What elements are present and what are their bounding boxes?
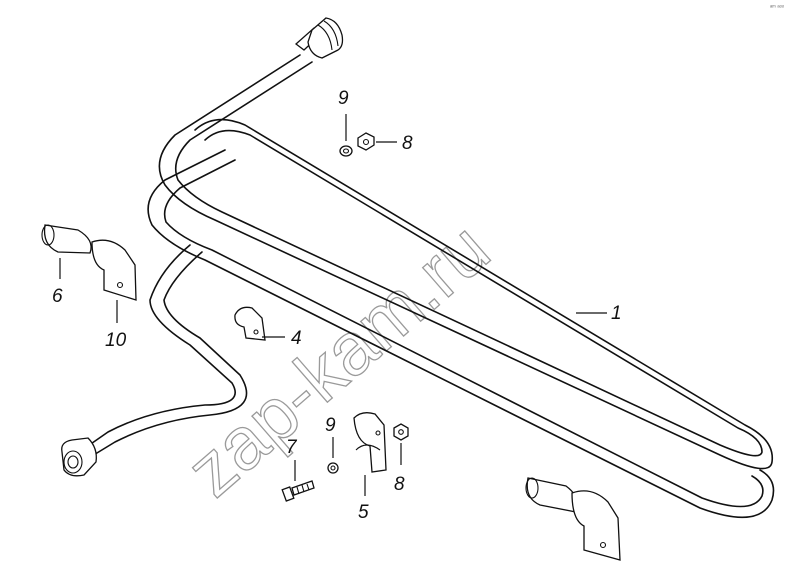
pipe-assembly <box>61 17 775 519</box>
callout-5: 5 <box>358 502 369 523</box>
sleeve-left <box>41 224 92 254</box>
nut-bottom <box>393 423 409 441</box>
callout-8-top: 8 <box>402 133 413 154</box>
clamp-middle <box>234 306 266 341</box>
callout-8-bottom: 8 <box>394 474 405 495</box>
callout-9-top: 9 <box>338 88 349 109</box>
corner-mark: ᵃᵐ ᵃᵒᵒ <box>770 5 785 11</box>
bottom-union-fitting <box>61 437 97 477</box>
callout-10: 10 <box>105 330 127 351</box>
clamp-right <box>571 490 621 561</box>
bolt <box>281 480 315 502</box>
callout-1: 1 <box>611 303 622 324</box>
clamp-double <box>353 412 387 473</box>
callout-9-bottom: 9 <box>325 415 336 436</box>
nut-top <box>357 132 375 151</box>
callout-4: 4 <box>291 328 302 349</box>
clamp-left <box>91 239 137 301</box>
sleeve-right <box>525 477 579 513</box>
top-union-fitting <box>294 17 344 59</box>
washer-bottom <box>327 462 339 474</box>
callout-6: 6 <box>52 286 63 307</box>
washer-top <box>339 145 353 157</box>
callout-7: 7 <box>286 437 298 458</box>
